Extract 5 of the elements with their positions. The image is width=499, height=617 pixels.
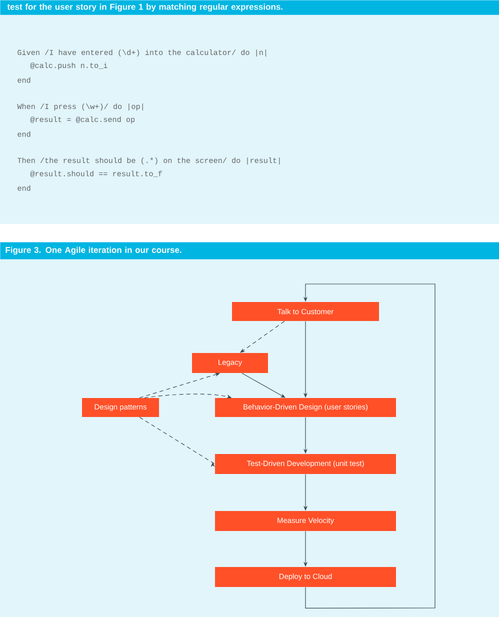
caption-band: Figure 3. One Agile iteration in our course. bbox=[0, 242, 499, 260]
arrow bbox=[139, 372, 220, 398]
arrow bbox=[242, 372, 286, 398]
arrow bbox=[139, 416, 216, 468]
caption-band: test for the user story in Figure 1 by matching regular expressions. bbox=[0, 0, 499, 15]
